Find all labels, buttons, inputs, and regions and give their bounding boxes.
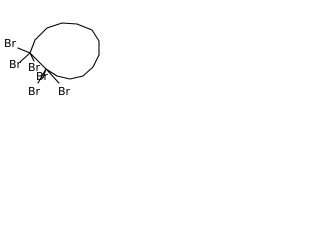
bromine-label-mid-b: Br (36, 70, 49, 83)
bromine-label-bottom-right: Br (58, 85, 71, 98)
bond-br-bottom-right (45, 68, 60, 84)
bromine-label-mid-a: Br (28, 61, 41, 74)
bond-br-left-top (17, 47, 31, 54)
bond-br-left-mid (19, 52, 31, 63)
bromine-label-left-top: Br (4, 37, 17, 50)
bromine-label-bottom-left: Br (28, 85, 41, 98)
bond-br-mid-a (29, 52, 35, 62)
bond-br-bottom-left (37, 68, 47, 84)
bromine-label-left-mid: Br (9, 58, 22, 71)
ring-bonds (29, 22, 100, 80)
molecule-structure-canvas: Br Br Br Br Br Br (4, 22, 100, 98)
